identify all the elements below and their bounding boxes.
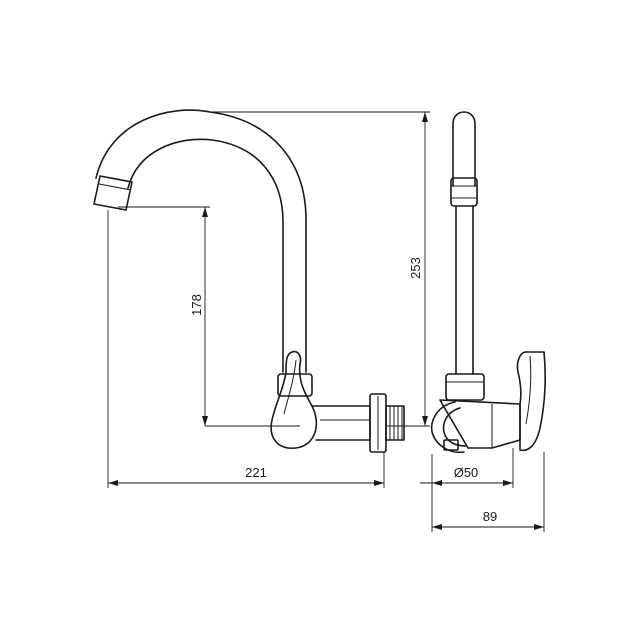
side-aerator	[450, 177, 478, 207]
lever-handle	[270, 350, 318, 449]
spout-inner	[127, 138, 284, 373]
spout-outer	[95, 109, 307, 373]
dim-label-89: 89	[483, 509, 497, 524]
side-wall-flange	[430, 401, 465, 454]
dimension-depth: 89	[432, 452, 545, 532]
dimension-spout-height: 178	[118, 206, 300, 427]
front-view	[93, 109, 405, 453]
aerator	[93, 175, 133, 211]
body-pipe	[311, 405, 371, 441]
side-lever-handle	[516, 351, 546, 452]
dim-label-221: 221	[245, 465, 267, 480]
side-collar	[445, 373, 485, 401]
thread-connector	[385, 405, 405, 441]
dimension-total-height: 253	[210, 111, 430, 427]
side-view	[430, 111, 546, 454]
dimension-reach: 221	[107, 210, 385, 488]
dim-label-253: 253	[408, 257, 423, 279]
side-spout-tube	[452, 111, 476, 187]
dim-label-178: 178	[189, 294, 204, 316]
mixer-collar	[277, 373, 313, 397]
dim-label-d50: Ø50	[454, 465, 479, 480]
dimension-flange-diameter: Ø50	[420, 448, 514, 532]
side-body	[439, 399, 521, 449]
